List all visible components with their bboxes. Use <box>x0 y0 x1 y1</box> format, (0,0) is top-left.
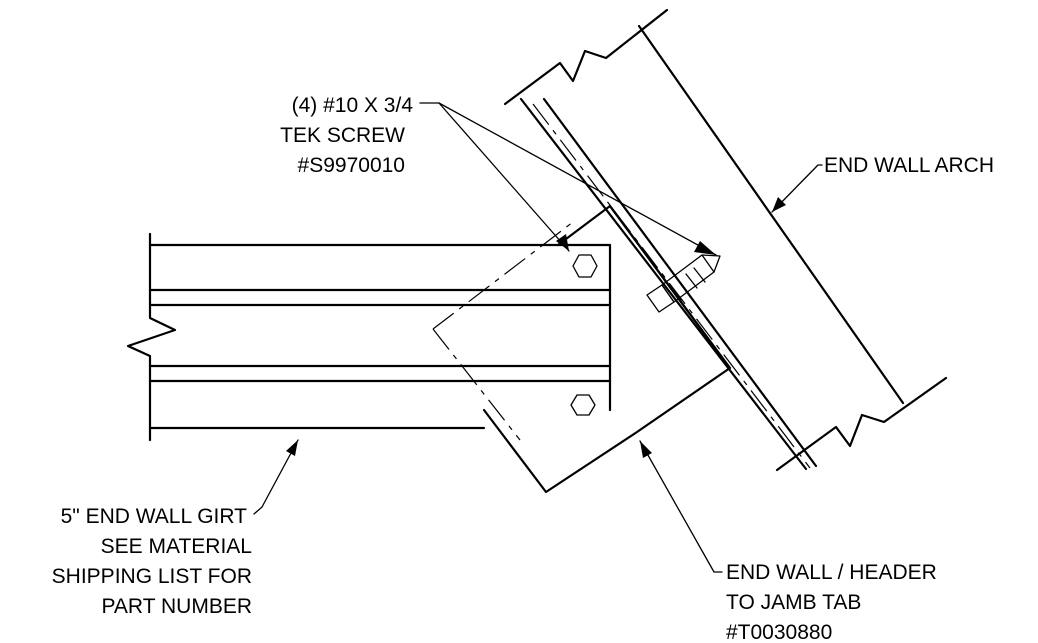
screw-head-top <box>572 254 598 278</box>
girt-callout-line-4: PART NUMBER <box>101 595 252 618</box>
screw-callout: (4) #10 X 3/4 TEK SCREW #S9970010 <box>280 94 413 177</box>
girt-callout-line-1: 5" END WALL GIRT <box>61 505 248 528</box>
tab-callout-line-3: #T0030880 <box>726 621 832 643</box>
screw-callout-line-3: #S9970010 <box>298 154 405 177</box>
tek-screw-side <box>646 254 721 313</box>
arch-callout: END WALL ARCH <box>824 154 994 177</box>
girt-callout-line-3: SHIPPING LIST FOR <box>52 565 252 588</box>
arch-callout-line-1: END WALL ARCH <box>824 154 994 177</box>
screw-callout-line-1: (4) #10 X 3/4 <box>292 94 414 117</box>
tab-callout-line-1: END WALL / HEADER <box>726 561 937 584</box>
leader-screw <box>419 102 717 256</box>
girt-callout: 5" END WALL GIRT SEE MATERIAL SHIPPING L… <box>52 505 252 618</box>
girt-callout-line-2: SEE MATERIAL <box>101 535 252 558</box>
tab-callout-line-2: TO JAMB TAB <box>726 591 861 614</box>
end-wall-arch <box>503 8 948 472</box>
arch-bottom-break <box>775 376 948 472</box>
screw-head-bottom <box>570 394 596 416</box>
girt-break <box>126 232 177 442</box>
leader-arch <box>771 164 823 213</box>
arch-top-break <box>503 8 669 106</box>
leader-tab <box>639 440 723 573</box>
end-wall-girt <box>126 232 612 442</box>
tab-callout: END WALL / HEADER TO JAMB TAB #T0030880 <box>726 561 937 643</box>
screw-callout-line-2: TEK SCREW <box>280 124 405 147</box>
leader-girt <box>253 439 299 515</box>
jamb-tab <box>432 204 732 494</box>
